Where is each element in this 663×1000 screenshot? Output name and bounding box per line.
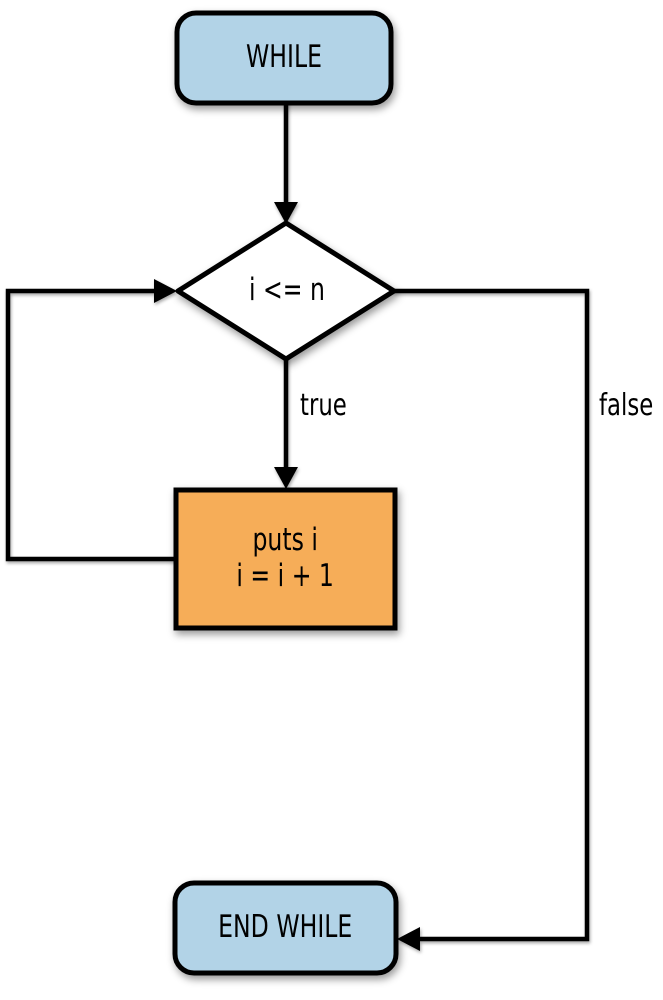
arrowhead-right-into-condition bbox=[154, 279, 177, 303]
flowchart-nodes bbox=[172, 10, 399, 976]
start-node-label: WHILE bbox=[177, 13, 391, 103]
edge-body-loopback-to-condition bbox=[5, 279, 177, 562]
edge-false-line bbox=[392, 288, 590, 942]
arrowhead-down-into-condition bbox=[274, 202, 298, 224]
body-node-line2: i = i + 1 bbox=[236, 558, 335, 594]
body-node-label: puts i i = i + 1 bbox=[176, 490, 395, 628]
body-node-line1: puts i bbox=[252, 522, 319, 559]
body-node-text: puts i i = i + 1 bbox=[237, 523, 335, 594]
end-node-label: END WHILE bbox=[175, 883, 396, 973]
condition-node-shape bbox=[175, 220, 397, 362]
flowchart-edges bbox=[5, 101, 590, 951]
body-node-shape bbox=[173, 487, 398, 631]
condition-node-label: i <= n bbox=[179, 246, 394, 336]
edge-condition-true-to-body bbox=[274, 357, 298, 489]
end-node-text: END WHILE bbox=[218, 909, 353, 946]
start-node-text: WHILE bbox=[246, 39, 322, 76]
condition-node-text: i <= n bbox=[248, 272, 325, 309]
true-branch-label: true bbox=[300, 388, 347, 423]
edge-while-to-condition bbox=[274, 101, 298, 224]
start-node-shape bbox=[174, 10, 394, 106]
end-node-shape bbox=[172, 880, 399, 976]
false-branch-label: false bbox=[599, 388, 654, 423]
edge-condition-false-to-end bbox=[392, 288, 590, 951]
arrowhead-down-into-body bbox=[274, 467, 298, 489]
arrowhead-left-into-end bbox=[397, 927, 420, 951]
edge-loopback-line bbox=[5, 288, 176, 562]
